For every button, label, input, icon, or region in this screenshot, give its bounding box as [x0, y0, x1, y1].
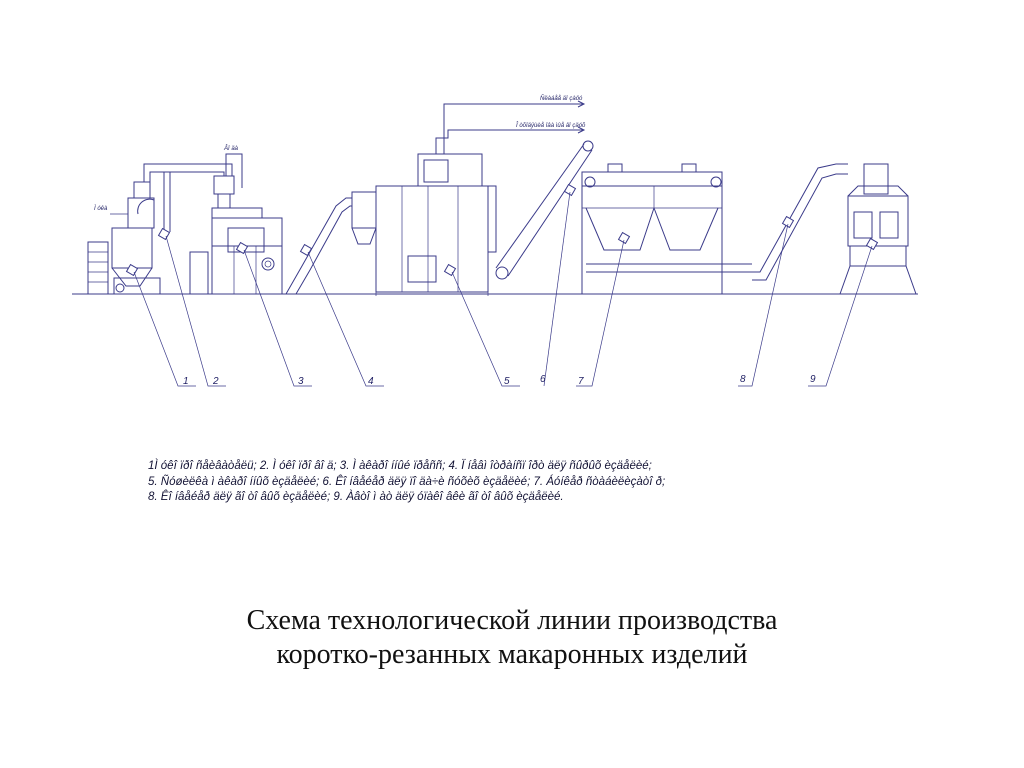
exhaust-duct-top: [443, 103, 584, 154]
slide-title: Схема технологической линии производства…: [0, 604, 1024, 672]
marker-8: [781, 215, 795, 229]
callout-3: 3: [298, 376, 304, 387]
legend-line-2: 5. Ñóøèëêà ì àêàðî ííûõ èçäåëèé; 6. Êî í…: [148, 475, 666, 488]
packing-machine: [839, 163, 917, 295]
marker-7: [617, 231, 631, 245]
flour-transport-pipe: [143, 163, 233, 182]
inclined-conveyor: [495, 140, 594, 280]
callout-7: 7: [578, 376, 584, 387]
callout-9: 9: [810, 374, 816, 385]
callout-4: 4: [368, 376, 374, 387]
pasta-dryer: [375, 153, 497, 296]
equipment-legend: 1Ì óêî ïðî ñåèâàòåëü; 2. Ì óêî ïðî âî ä;…: [148, 459, 788, 506]
macaroni-press: [189, 153, 283, 295]
title-line-1: Схема технологической линии производства: [246, 605, 778, 636]
leader-4: [307, 251, 384, 387]
flow-label-top: Ñëàáåå äî çàöó: [540, 95, 583, 102]
marker-1: [125, 263, 139, 277]
leader-1: [133, 271, 196, 387]
callout-5: 5: [504, 376, 510, 387]
leader-9: [808, 245, 873, 387]
marker-5: [443, 263, 457, 277]
marker-3: [235, 241, 249, 255]
flour-sifter: [87, 181, 161, 295]
legend-line-1: 1Ì óêî ïðî ñåèâàòåëü; 2. Ì óêî ïðî âî ä;…: [148, 460, 652, 472]
leader-3: [243, 249, 312, 387]
label-water: Âî äà: [223, 145, 239, 152]
leader-7: [576, 239, 625, 387]
callout-6: 6: [540, 374, 546, 385]
leader-8: [738, 223, 789, 387]
product-conveyor: [742, 163, 848, 281]
callout-2: 2: [212, 376, 219, 387]
flow-label-middle: Î òõîäÿùèå îâà ìûå âî çäóõ: [516, 122, 586, 129]
leader-6: [543, 191, 571, 387]
callout-1: 1: [183, 376, 189, 387]
label-flour: Ì óêà: [94, 205, 108, 212]
stabilizer-bunker: [581, 163, 752, 295]
marker-4: [299, 243, 313, 257]
title-line-2: коротко-резанных макаронных изделий: [276, 639, 748, 670]
marker-9: [865, 237, 879, 251]
marker-2: [157, 227, 171, 241]
leader-2: [165, 235, 226, 387]
pneumatic-transporter: [285, 191, 377, 295]
leader-5: [451, 271, 520, 387]
legend-line-3: 8. Êî íâåéåð äëÿ ãî òî âûõ èçäåëèé; 9. À…: [148, 491, 564, 503]
callout-8: 8: [740, 374, 746, 385]
exhaust-duct-middle: [435, 129, 584, 154]
marker-6: [563, 183, 577, 197]
